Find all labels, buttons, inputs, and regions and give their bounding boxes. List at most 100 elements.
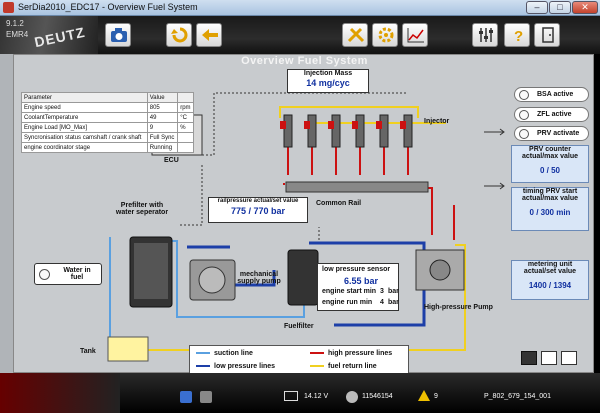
return-line-injectors — [279, 106, 419, 118]
fuel-system-diagram — [107, 92, 505, 362]
engine-hours-icon — [346, 391, 358, 403]
status-prv-label: PRV activate — [537, 130, 580, 137]
monitor-icon[interactable] — [180, 391, 192, 403]
param-name: engine coordinator stage — [21, 142, 148, 153]
injector-label: Injector — [424, 118, 450, 125]
table-row: engine coordinator stage Running — [21, 142, 194, 153]
help-icon: ? — [514, 28, 523, 44]
legend-high: high pressure lines — [310, 350, 392, 357]
camera-button[interactable] — [105, 23, 131, 47]
voltage-value: 14.12 V — [304, 393, 329, 400]
param-unit — [177, 142, 194, 153]
status-taskbar: 14.12 V 11546154 9 P_802_679_154_001 — [0, 373, 600, 413]
metering-label: metering unit actual/set value — [523, 261, 577, 275]
low-pressure-value: 6.55 bar — [344, 276, 379, 286]
minimize-button[interactable]: – — [526, 1, 548, 14]
fuelfilter-label: Fuelfilter — [284, 323, 314, 330]
high-pressure-injector-lines — [287, 145, 409, 175]
brand-footer — [0, 373, 120, 413]
status-zfl: ZFL active — [514, 107, 589, 122]
common-rail — [285, 181, 429, 193]
back-button[interactable] — [196, 23, 222, 47]
hp-pump-label: High-pressure Pump — [424, 304, 493, 311]
param-unit — [177, 132, 194, 143]
exit-button[interactable] — [534, 23, 560, 47]
prv-counter-value: 0 / 50 — [539, 166, 560, 175]
prefilter-label: Prefilter with water seperator — [115, 202, 169, 216]
engine-run-unit: bar — [388, 299, 399, 306]
param-value: 49 — [146, 112, 179, 123]
app-icon — [3, 2, 14, 13]
timing-prv-value: 0 / 300 min — [529, 208, 571, 217]
settings-button[interactable] — [472, 23, 498, 47]
legend-return-label: fuel return line — [328, 363, 377, 370]
table-row: Engine Load [MO_Max] 9 % — [21, 122, 194, 133]
prv-counter-box: PRV counter actual/max value 0 / 50 — [511, 145, 589, 183]
side-collapse-tab[interactable] — [0, 54, 13, 373]
water-in-fuel-indicator: Water in fuel — [34, 263, 102, 285]
connection-icon[interactable] — [200, 391, 212, 403]
status-bsa-label: BSA active — [537, 91, 574, 98]
back-arrow-icon — [202, 29, 218, 41]
exit-door-icon — [542, 27, 554, 43]
svg-text:?: ? — [514, 28, 523, 44]
water-in-fuel-label: Water in fuel — [63, 267, 91, 281]
param-unit: °C — [177, 112, 194, 123]
injectors — [280, 114, 413, 148]
brand-logo: DEUTZ — [32, 23, 87, 51]
tank-label: Tank — [80, 348, 96, 355]
refresh-button[interactable] — [166, 23, 192, 47]
engine-button[interactable] — [372, 23, 398, 47]
part-number: P_802_679_154_001 — [484, 393, 551, 400]
counter-value: 11546154 — [362, 393, 393, 400]
legend-low: low pressure lines — [196, 363, 275, 370]
low-pressure-label: low pressure sensor — [322, 266, 391, 273]
title-bar: SerDia2010_EDC17 - Overview Fuel System … — [0, 0, 600, 16]
suction-line-2 — [172, 240, 305, 318]
maximize-button[interactable]: □ — [549, 1, 571, 14]
close-button[interactable]: ✕ — [572, 1, 598, 14]
refresh-icon — [171, 27, 188, 43]
chart-button[interactable] — [402, 23, 428, 47]
warning-icon[interactable] — [418, 390, 430, 401]
tools-button[interactable] — [342, 23, 368, 47]
railpressure-value: 775 / 770 bar — [230, 206, 286, 216]
help-button[interactable]: ? — [504, 23, 530, 47]
low-pressure-box: low pressure sensor 6.55 bar engine star… — [317, 263, 399, 311]
graph-icon[interactable] — [561, 351, 577, 365]
param-value: Full Sync — [146, 132, 179, 143]
status-indicator-icon — [519, 110, 529, 120]
timing-prv-label: timing PRV start actual/max value — [521, 188, 579, 202]
screenshot-icon[interactable] — [541, 351, 557, 365]
toolbar: 9.1.2 EMR4 DEUTZ ? — [0, 16, 600, 54]
metering-box: metering unit actual/set value 1400 / 13… — [511, 260, 589, 300]
keyboard-icon[interactable] — [521, 351, 537, 365]
param-name: Engine speed — [21, 102, 148, 113]
brand-area: 9.1.2 EMR4 DEUTZ — [0, 16, 98, 54]
table-row: CoolantTemperature 49 °C — [21, 112, 194, 123]
param-name: CoolantTemperature — [21, 112, 148, 123]
ecu-control-line — [202, 92, 408, 156]
warning-count: 9 — [434, 393, 438, 400]
table-row: Syncronisation status camshaft / crank s… — [21, 132, 194, 143]
legend-suction-label: suction line — [214, 350, 253, 357]
supply-pump-label: mechanical supply pump — [237, 271, 281, 285]
param-value: Running — [146, 142, 179, 153]
engine-run-value: 4 — [380, 299, 384, 306]
metering-value: 1400 / 1394 — [528, 281, 572, 290]
ecu-type-label: EMR4 — [6, 30, 29, 39]
injection-mass-value: 14 mg/cyc — [306, 78, 350, 88]
low-pressure-line-2 — [309, 241, 426, 250]
legend-high-label: high pressure lines — [328, 350, 393, 357]
param-unit: rpm — [177, 102, 194, 113]
param-name: Engine Load [MO_Max] — [21, 122, 148, 133]
version-label: 9.1.2 — [6, 19, 24, 28]
ecu-label: ECU — [164, 157, 179, 164]
table-header-parameter: Parameter — [21, 92, 148, 103]
engine-start-value: 3 — [380, 288, 384, 295]
status-indicator-icon — [519, 129, 529, 139]
fuelfilter-unit — [287, 249, 319, 306]
param-name: Syncronisation status camshaft / crank s… — [21, 132, 148, 143]
tools-icon — [347, 27, 365, 43]
table-header-value: Value — [146, 92, 179, 103]
